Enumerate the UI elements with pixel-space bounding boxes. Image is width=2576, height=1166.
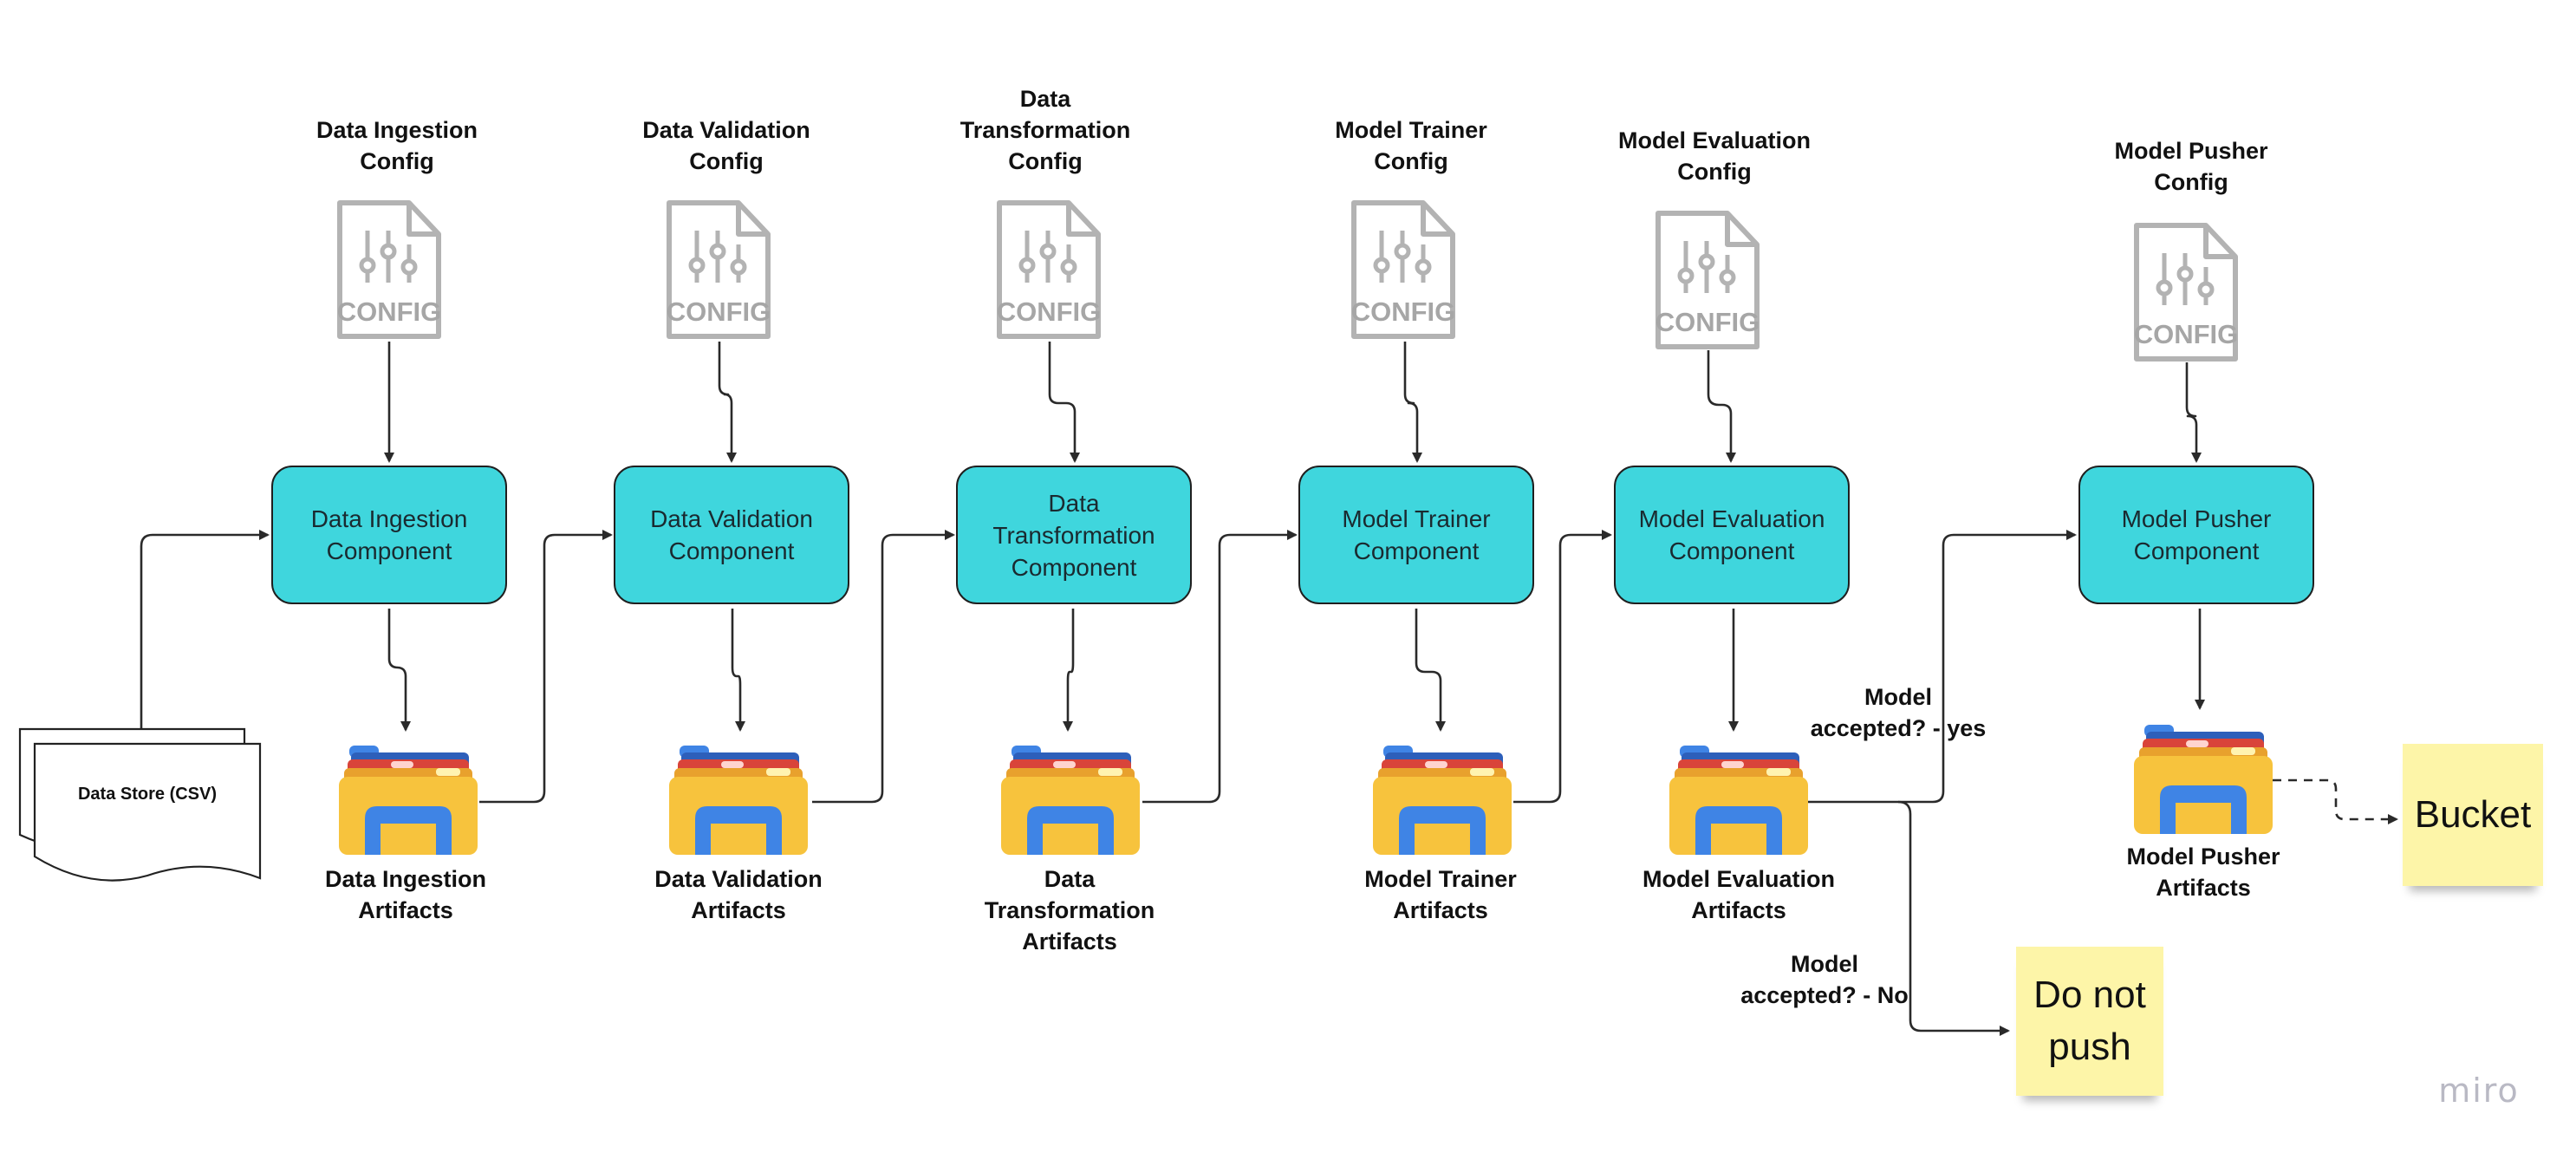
arrow-ingestion-artifact — [387, 609, 411, 732]
config-icon-text: CONFIG — [667, 296, 771, 327]
arrow-trainer-artifact — [1415, 609, 1446, 732]
artifact-label-data-ingestion: Data Ingestion Artifacts — [324, 866, 487, 923]
arrow-transformation-artifact — [1063, 609, 1075, 732]
arrow-ingestion-validation — [479, 530, 613, 804]
miro-watermark: miro — [2438, 1072, 2520, 1110]
arrow-config-pusher — [2185, 362, 2202, 463]
arrow-validation-transformation — [812, 530, 955, 804]
arrow-config-trainer — [1403, 342, 1422, 463]
arrow-pusher-bucket — [2273, 778, 2398, 824]
config-icon-text: CONFIG — [1656, 307, 1760, 337]
sticky-note-do-not-push[interactable]: Do not push — [2016, 947, 2163, 1096]
folder-icon — [1001, 744, 1140, 855]
config-label-data-transformation: Data Transformation Config — [959, 86, 1131, 174]
config-icon-text: CONFIG — [997, 296, 1102, 327]
config-file-icon: CONFIG — [336, 199, 442, 340]
artifact-label-data-validation: Data Validation Artifacts — [654, 866, 823, 923]
config-label-data-validation: Data Validation Config — [642, 117, 810, 174]
edge-label-accepted-no: Model accepted? - No — [1740, 951, 1909, 1008]
data-store-shape — [18, 727, 262, 882]
model-evaluation-component[interactable]: Model Evaluation Component — [1614, 466, 1850, 604]
arrow-trainer-evaluation — [1513, 530, 1612, 804]
folder-icon — [2134, 723, 2273, 834]
config-label-model-pusher: Model Pusher Config — [2114, 138, 2268, 195]
folder-icon — [669, 744, 808, 855]
config-file-icon: CONFIG — [666, 199, 771, 340]
model-trainer-component[interactable]: Model Trainer Component — [1298, 466, 1534, 604]
config-file-icon: CONFIG — [2133, 222, 2239, 362]
artifact-label-data-transformation: Data Transformation Artifacts — [984, 866, 1155, 954]
arrow-evaluation-pusher-yes — [1808, 530, 2077, 804]
config-icon-text: CONFIG — [337, 296, 442, 327]
arrow-config-validation — [718, 342, 737, 463]
data-validation-component[interactable]: Data Validation Component — [614, 466, 849, 604]
arrow-config-transformation — [1048, 342, 1080, 463]
arrow-config-evaluation — [1707, 350, 1736, 463]
config-label-model-evaluation: Model Evaluation Config — [1617, 127, 1812, 185]
edge-label-accepted-yes: Model accepted? - yes — [1810, 684, 1987, 741]
config-file-icon: CONFIG — [1350, 199, 1456, 340]
arrow-evaluation-donotpush-no — [1897, 800, 2010, 1036]
sticky-note-bucket[interactable]: Bucket — [2403, 744, 2543, 886]
arrow-validation-artifact — [731, 609, 745, 732]
folder-icon — [339, 744, 478, 855]
artifact-label-model-evaluation: Model Evaluation Artifacts — [1642, 866, 1836, 923]
config-file-icon: CONFIG — [996, 199, 1102, 340]
config-label-data-ingestion: Data Ingestion Config — [315, 117, 478, 174]
config-label-model-trainer: Model Trainer Config — [1335, 117, 1487, 174]
model-pusher-component[interactable]: Model Pusher Component — [2078, 466, 2314, 604]
arrow-datastore-ingestion — [140, 530, 270, 728]
artifact-label-model-trainer: Model Trainer Artifacts — [1364, 866, 1517, 923]
data-transformation-component[interactable]: Data Transformation Component — [956, 466, 1192, 604]
data-ingestion-component[interactable]: Data Ingestion Component — [271, 466, 507, 604]
folder-icon — [1669, 744, 1808, 855]
artifact-label-model-pusher: Model Pusher Artifacts — [2126, 844, 2280, 901]
config-icon-text: CONFIG — [1351, 296, 1456, 327]
config-file-icon: CONFIG — [1655, 210, 1760, 350]
folder-icon — [1373, 744, 1512, 855]
data-store-label: Data Store (CSV) — [77, 785, 218, 804]
arrow-transformation-trainer — [1142, 530, 1298, 804]
config-icon-text: CONFIG — [2134, 319, 2239, 349]
